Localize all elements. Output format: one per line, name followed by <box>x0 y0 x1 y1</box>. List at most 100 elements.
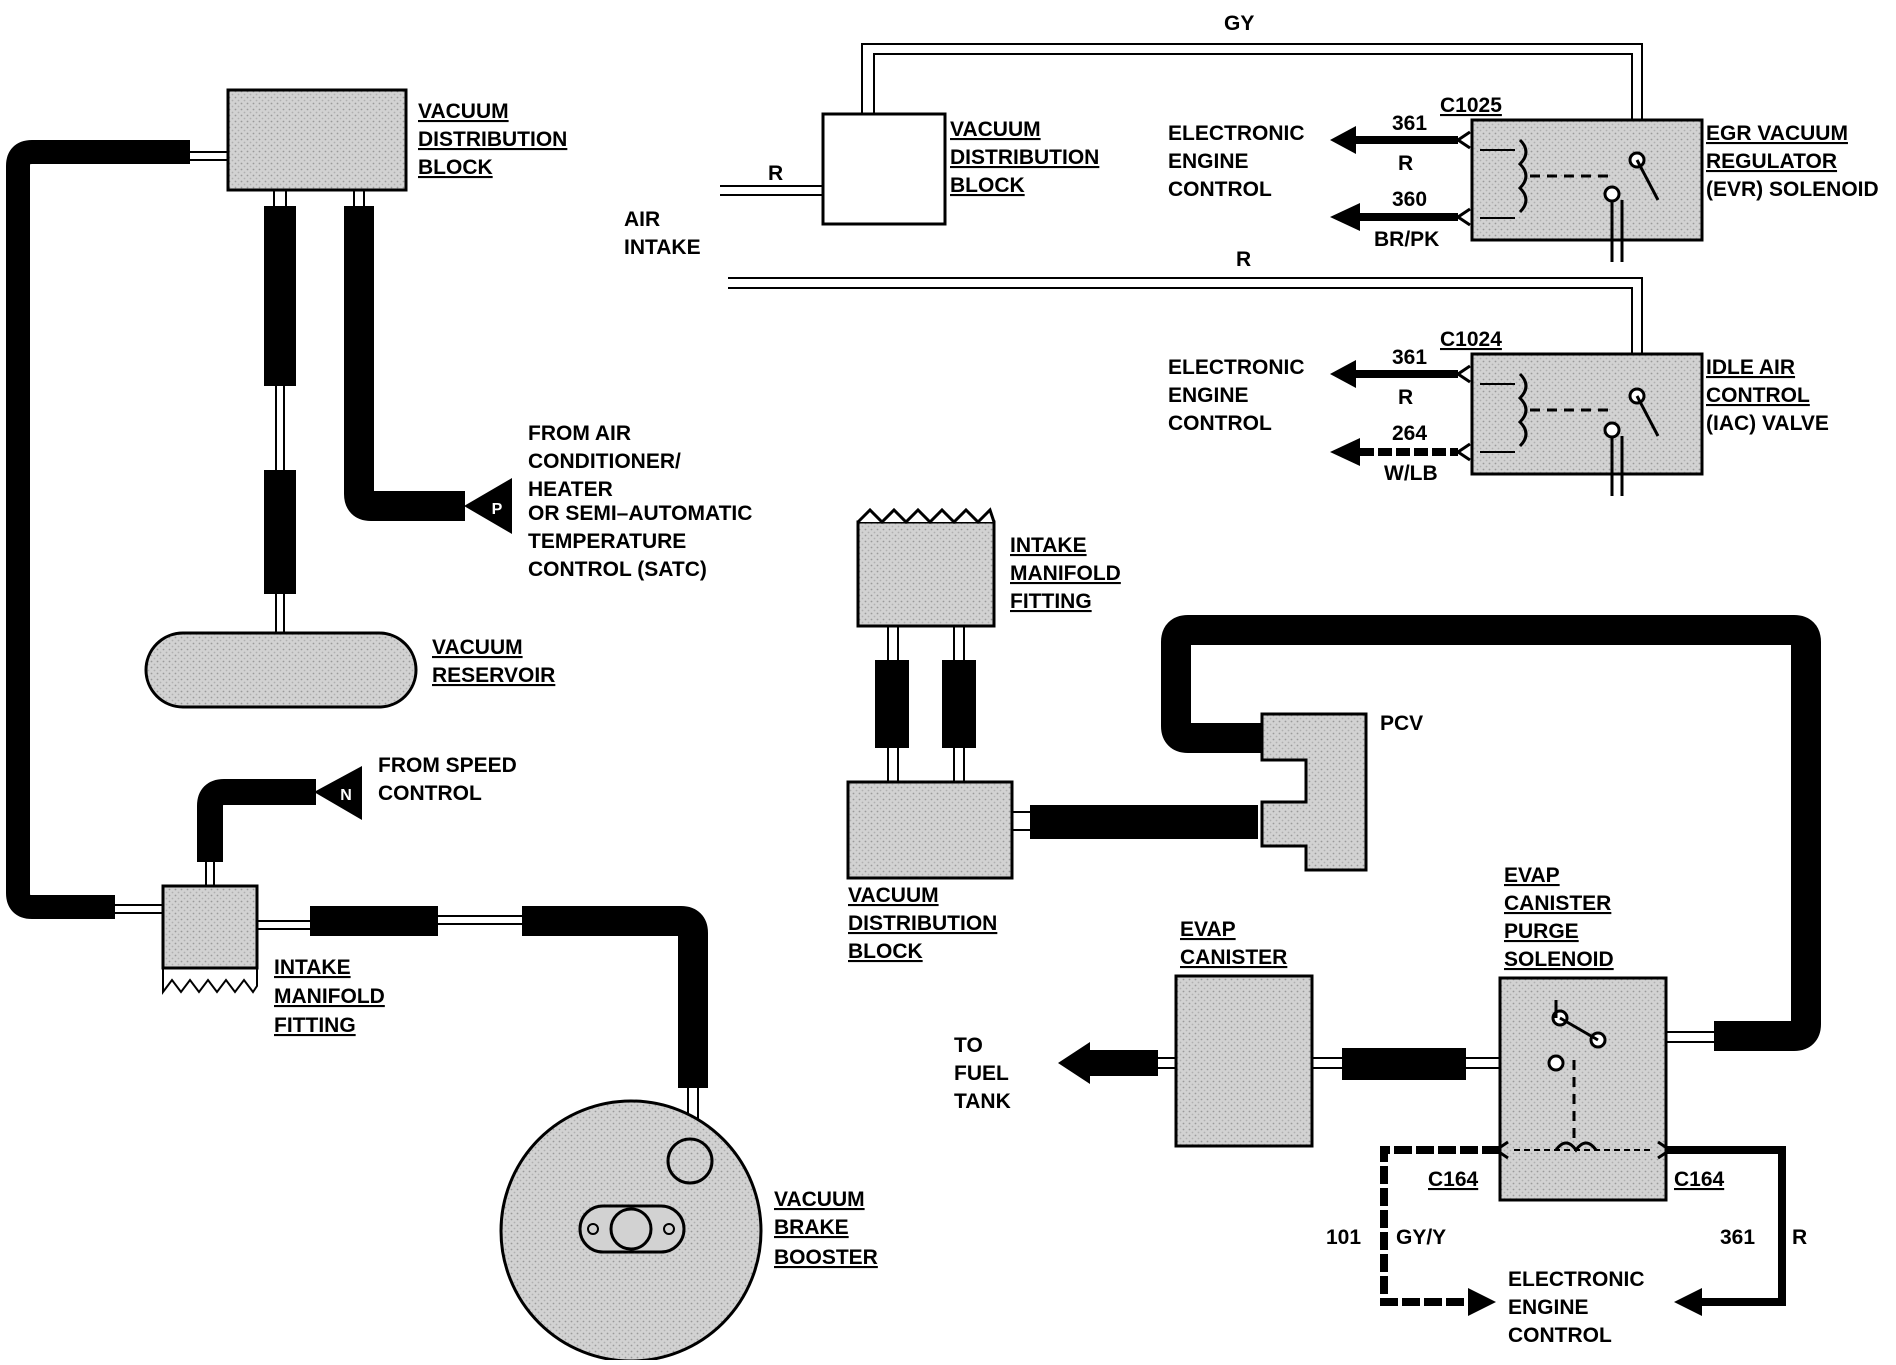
wire-label-gy: GY <box>1224 12 1254 35</box>
svg-text:TANK: TANK <box>954 1090 1011 1113</box>
p-marker-triangle <box>464 478 512 534</box>
svg-text:ELECTRONIC: ELECTRONIC <box>1508 1268 1645 1291</box>
svg-text:BR/PK: BR/PK <box>1374 228 1439 251</box>
svg-text:INTAKE: INTAKE <box>274 956 351 979</box>
vacuum-distribution-block-top <box>226 88 408 192</box>
wire-361-evap <box>1666 1146 1786 1306</box>
booster-center <box>609 1207 653 1251</box>
label-eec-evr: ELECTRONIC ENGINE CONTROL <box>1168 122 1305 201</box>
label-from-ac: FROM AIR CONDITIONER/ HEATER OR SEMI–AUT… <box>528 422 752 581</box>
svg-text:361: 361 <box>1720 1226 1755 1249</box>
svg-text:361: 361 <box>1392 346 1427 369</box>
vacuum-distribution-block-mid <box>846 780 1014 880</box>
label-evap-canister: EVAP CANISTER <box>1180 918 1287 969</box>
svg-text:361: 361 <box>1392 112 1427 135</box>
svg-text:VACUUM: VACUUM <box>432 636 523 659</box>
svg-text:EVAP: EVAP <box>1504 864 1560 887</box>
svg-text:C1024: C1024 <box>1440 328 1502 351</box>
svg-text:DISTRIBUTION: DISTRIBUTION <box>848 912 997 935</box>
svg-text:DISTRIBUTION: DISTRIBUTION <box>950 146 1099 169</box>
vacuum-distribution-block-air <box>821 112 947 226</box>
svg-text:OR SEMI–AUTOMATIC: OR SEMI–AUTOMATIC <box>528 502 752 525</box>
svg-text:ENGINE: ENGINE <box>1508 1296 1589 1319</box>
wire-101 <box>1380 1146 1500 1306</box>
svg-text:HEATER: HEATER <box>528 478 613 501</box>
label-to-fuel-tank: TO FUEL TANK <box>954 1034 1011 1113</box>
svg-text:CONDITIONER/: CONDITIONER/ <box>528 450 681 473</box>
hose-segment <box>875 660 909 748</box>
svg-text:CONTROL: CONTROL <box>1168 178 1272 201</box>
svg-text:ENGINE: ENGINE <box>1168 150 1249 173</box>
evap-wire-labels: C164 C164 101 GY/Y 361 R <box>1326 1168 1807 1249</box>
svg-text:C1025: C1025 <box>1440 94 1502 117</box>
label-imf-left: INTAKE MANIFOLD FITTING <box>274 956 385 1037</box>
left-vacuum-hose <box>6 140 190 919</box>
hose-segment <box>310 906 438 936</box>
p-marker: P <box>492 501 503 518</box>
label-evap-purge: EVAP CANISTER PURGE SOLENOID <box>1504 864 1614 971</box>
booster-port <box>666 1137 714 1185</box>
evap-canister <box>1174 974 1314 1148</box>
iac-coil <box>1517 372 1528 448</box>
svg-text:MANIFOLD: MANIFOLD <box>274 985 385 1008</box>
svg-text:C164: C164 <box>1674 1168 1725 1191</box>
svg-text:VACUUM: VACUUM <box>848 884 939 907</box>
label-iac: IDLE AIR CONTROL (IAC) VALVE <box>1706 356 1829 435</box>
svg-text:CONTROL: CONTROL <box>1706 384 1810 407</box>
brake-booster-hose <box>522 906 708 1088</box>
svg-text:BRAKE: BRAKE <box>774 1216 849 1239</box>
label-imf-mid: INTAKE MANIFOLD FITTING <box>1010 534 1121 613</box>
svg-text:FROM SPEED: FROM SPEED <box>378 754 517 777</box>
n-marker: N <box>340 787 352 804</box>
svg-text:FITTING: FITTING <box>1010 590 1092 613</box>
hose-segment <box>942 660 976 748</box>
label-vdb-top: VACUUM DISTRIBUTION BLOCK <box>418 100 567 179</box>
label-eec-iac: ELECTRONIC ENGINE CONTROL <box>1168 356 1305 435</box>
label-eec-evap: ELECTRONIC ENGINE CONTROL <box>1508 1268 1645 1347</box>
svg-text:EVAP: EVAP <box>1180 918 1236 941</box>
svg-text:CONTROL: CONTROL <box>378 782 482 805</box>
label-vdb-air: VACUUM DISTRIBUTION BLOCK <box>950 118 1099 197</box>
to-fuel-tank-arrow <box>1058 1042 1158 1084</box>
svg-text:360: 360 <box>1392 188 1427 211</box>
svg-text:IDLE AIR: IDLE AIR <box>1706 356 1795 379</box>
label-vdb-mid: VACUUM DISTRIBUTION BLOCK <box>848 884 997 963</box>
svg-text:PURGE: PURGE <box>1504 920 1579 943</box>
speed-control-hose <box>197 779 316 862</box>
label-evr: EGR VACUUM REGULATOR (EVR) SOLENOID <box>1706 122 1879 201</box>
iac-wire-labels: C1024 361 R 264 W/LB <box>1384 328 1502 485</box>
pcv-hose <box>1030 805 1258 839</box>
svg-text:INTAKE: INTAKE <box>1010 534 1087 557</box>
label-pcv: PCV <box>1380 712 1423 735</box>
svg-text:101: 101 <box>1326 1226 1361 1249</box>
evr-wire-labels: C1025 361 R 360 BR/PK <box>1374 94 1502 251</box>
label-vacuum-reservoir: VACUUM RESERVOIR <box>432 636 555 687</box>
svg-text:CONTROL (SATC): CONTROL (SATC) <box>528 558 707 581</box>
svg-text:CONTROL: CONTROL <box>1168 412 1272 435</box>
wire-label-r-iac: R <box>1236 248 1251 271</box>
hose-segment <box>1342 1048 1466 1080</box>
svg-text:FROM AIR: FROM AIR <box>528 422 631 445</box>
svg-text:INTAKE: INTAKE <box>624 236 701 259</box>
svg-text:264: 264 <box>1392 422 1427 445</box>
svg-text:GY/Y: GY/Y <box>1396 1226 1446 1249</box>
label-brake-booster: VACUUM BRAKE BOOSTER <box>774 1188 878 1269</box>
svg-text:(EVR) SOLENOID: (EVR) SOLENOID <box>1706 178 1879 201</box>
pcv-purge-hose <box>1161 615 1821 1051</box>
n-marker-triangle <box>314 766 362 820</box>
label-air-intake: AIR INTAKE <box>624 208 701 259</box>
svg-text:REGULATOR: REGULATOR <box>1706 150 1837 173</box>
hose-segment <box>264 206 296 386</box>
svg-text:BLOCK: BLOCK <box>848 940 923 963</box>
svg-text:R: R <box>1398 152 1413 175</box>
svg-text:VACUUM: VACUUM <box>774 1188 865 1211</box>
ac-vacuum-hose <box>344 206 465 521</box>
svg-text:CONTROL: CONTROL <box>1508 1324 1612 1347</box>
svg-text:TEMPERATURE: TEMPERATURE <box>528 530 686 553</box>
svg-text:FITTING: FITTING <box>274 1014 356 1037</box>
svg-text:R: R <box>1792 1226 1807 1249</box>
iac-valve <box>1470 352 1704 476</box>
svg-text:CANISTER: CANISTER <box>1504 892 1611 915</box>
svg-text:VACUUM: VACUUM <box>950 118 1041 141</box>
